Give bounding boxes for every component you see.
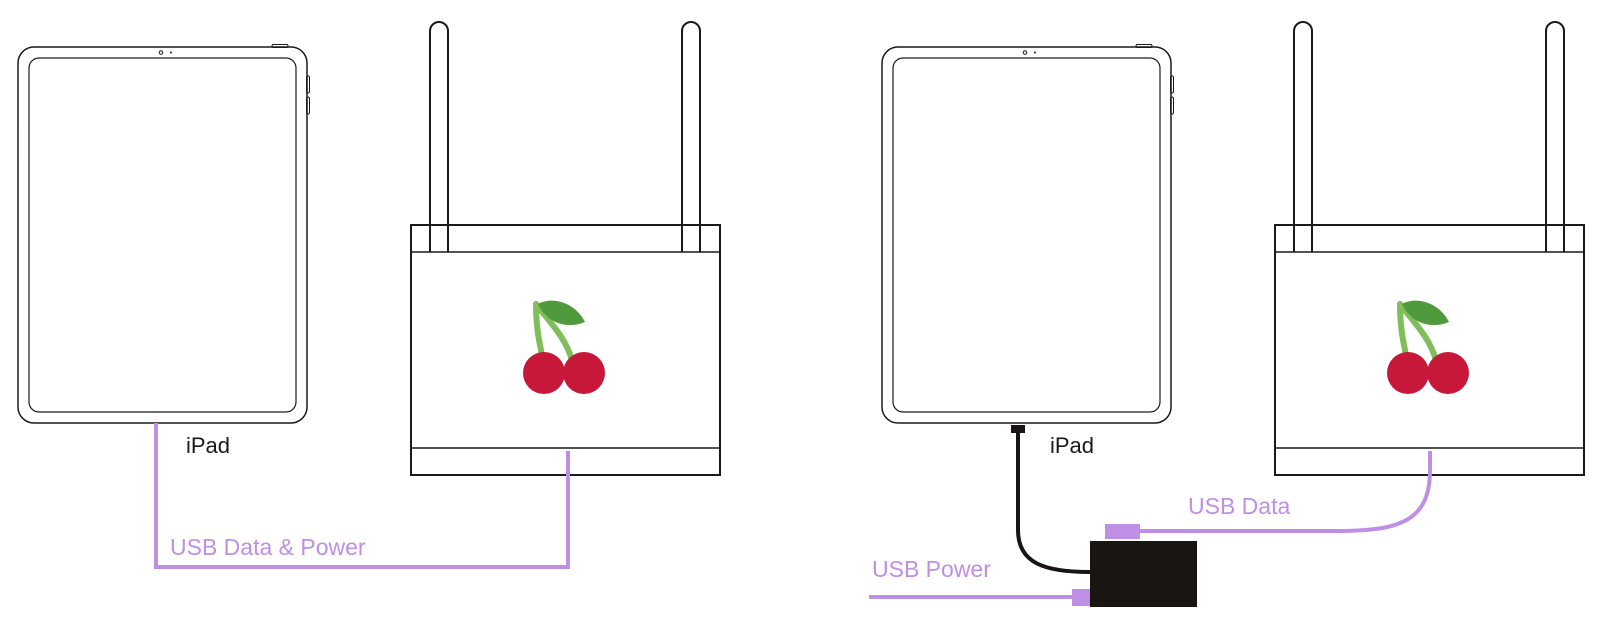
- router-right: [1274, 21, 1585, 476]
- volume-up-icon: [1170, 75, 1174, 94]
- antenna-icon: [681, 21, 701, 247]
- camera-icon: [1022, 50, 1028, 55]
- usb-data-power-label: USB Data & Power: [170, 534, 366, 560]
- usb-data-plug-icon: [1105, 524, 1140, 539]
- ipad-label-left: iPad: [186, 433, 230, 458]
- power-button-icon: [271, 44, 289, 48]
- usb-power-plug-icon: [1072, 589, 1090, 606]
- ipad-right: [881, 44, 1174, 424]
- camera-icon: [158, 50, 164, 55]
- usb-data-power-cable: [154, 423, 570, 569]
- usb-hub: [1090, 541, 1197, 607]
- usb-c-plug-icon: [1011, 425, 1025, 433]
- usb-power-label: USB Power: [872, 556, 991, 582]
- usb-data-cable: [1140, 451, 1432, 533]
- right-setup: iPad USB Data USB Power: [869, 21, 1585, 607]
- volume-down-icon: [1170, 96, 1174, 115]
- ipad-hub-cable: [1016, 433, 1091, 574]
- ipad-label-right: iPad: [1050, 433, 1094, 458]
- power-button-icon: [1135, 44, 1153, 48]
- volume-down-icon: [306, 96, 310, 115]
- antenna-icon: [1293, 21, 1313, 247]
- antenna-icon: [1545, 21, 1565, 247]
- usb-data-label: USB Data: [1188, 493, 1290, 519]
- volume-up-icon: [306, 75, 310, 94]
- antenna-icon: [429, 21, 449, 247]
- left-setup: iPad USB Data & Power: [17, 21, 721, 569]
- router-left: [410, 21, 721, 476]
- ipad-left: [17, 44, 310, 424]
